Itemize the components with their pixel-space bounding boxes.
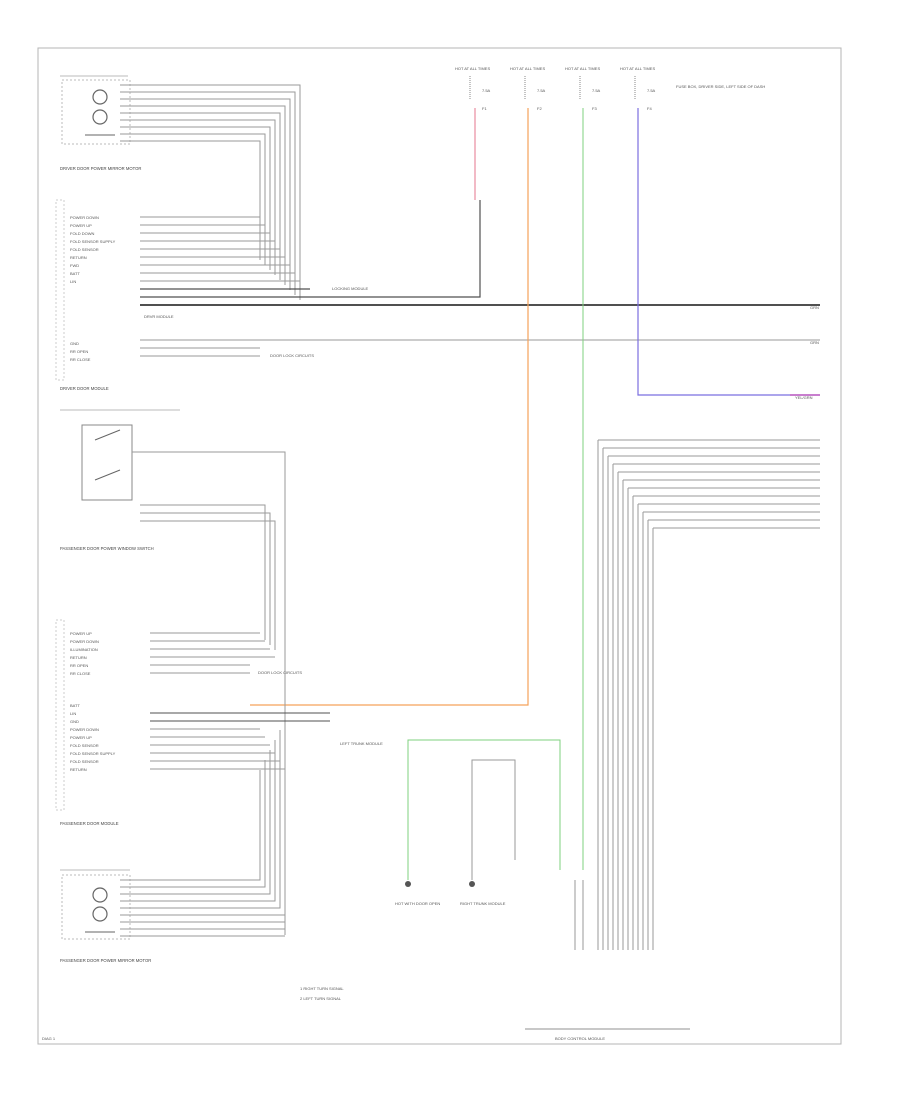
driver-pin-9: LIN [70, 279, 76, 284]
driver-mirror-wires [120, 84, 301, 300]
passenger-mirror-caption: PASSENGER DOOR POWER MIRROR MOTOR [60, 958, 151, 963]
passenger-pin-2: POWER DOWN [70, 639, 99, 644]
ground-1-label: HOT WITH DOOR OPEN [395, 901, 440, 906]
footer-left: DIAG 1 [42, 1036, 56, 1041]
driver-pin-6: RETURN [70, 255, 87, 260]
fuse-4-rating: 7.5A [647, 88, 656, 93]
passenger-pin-3: ILLUMINATION [70, 647, 98, 652]
driver-module-wires [140, 216, 300, 282]
bottom-connector-stubs [574, 880, 654, 950]
wire-blue [637, 108, 820, 396]
ground-1-icon [405, 881, 411, 887]
diagram-border [37, 47, 842, 1045]
passenger-pin2-2: LIN [70, 711, 76, 716]
driver-mirror-caption: DRIVER DOOR POWER MIRROR MOTOR [60, 166, 141, 171]
driver-mirror-motor: DRIVER DOOR POWER MIRROR MOTOR [60, 75, 141, 171]
legend-2: 2 LEFT TURN SIGNAL [300, 996, 342, 1001]
right-bus-wires [597, 439, 820, 880]
fuse-2-id: F2 [537, 106, 542, 111]
fuse-1-label: HOT AT ALL TIMES [455, 66, 490, 71]
passenger-pin2-3: GND [70, 719, 79, 724]
passenger-pin-1: POWER UP [70, 631, 92, 636]
legend-1: 1 RIGHT TURN SIGNAL [300, 986, 344, 991]
ground-2-icon [469, 881, 475, 887]
fuse-2-rating: 7.5A [537, 88, 546, 93]
ground-2-label: RIGHT TRUNK MODULE [460, 901, 506, 906]
driver-pin-7: FWD [70, 263, 79, 268]
fuse-2-label: HOT AT ALL TIMES [510, 66, 545, 71]
passenger-window-switch: PASSENGER DOOR POWER WINDOW SWITCH [60, 409, 180, 551]
driver-lower-1: GND [70, 341, 79, 346]
passenger-mirror-motor: PASSENGER DOOR POWER MIRROR MOTOR [60, 869, 151, 963]
passenger-pin-5: RR OPEN [70, 663, 88, 668]
driver-ref-upper: LOCKING MODULE [332, 286, 369, 291]
passenger-module-wires [150, 632, 330, 770]
driver-lower-2: RR OPEN [70, 349, 88, 354]
fuse-4-label: HOT AT ALL TIMES [620, 66, 655, 71]
driver-lower-3: RR CLOSE [70, 357, 91, 362]
right-ref-2: GRN [810, 340, 819, 345]
fuse-box-note: FUSE BOX, DRIVER SIDE, LEFT SIDE OF DASH [676, 84, 765, 89]
passenger-mirror-wires [120, 730, 285, 937]
passenger-pin-6: RR CLOSE [70, 671, 91, 676]
right-ref-1: GRN [810, 305, 819, 310]
passenger-pin2-5: POWER UP [70, 735, 92, 740]
passenger-pin2-6: FOLD SENSOR [70, 743, 99, 748]
passenger-pin2-9: RETURN [70, 767, 87, 772]
passenger-window-caption: PASSENGER DOOR POWER WINDOW SWITCH [60, 546, 154, 551]
driver-pin-4: FOLD SENSOR SUPPLY [70, 239, 116, 244]
passenger-ref: DOOR LOCK CIRCUITS [258, 670, 302, 675]
driver-door-module: POWER DOWN POWER UP FOLD DOWN FOLD SENSO… [55, 199, 116, 391]
fuse-4-id: F4 [647, 106, 652, 111]
driver-connector: DRVR MODULE [144, 314, 174, 319]
driver-bus-wires [140, 200, 820, 357]
driver-module-caption: DRIVER DOOR MODULE [60, 386, 109, 391]
passenger-pin2-7: FOLD SENSOR SUPPLY [70, 751, 116, 756]
passenger-door-module: POWER UP POWER DOWN ILLUMINATION RETURN … [55, 619, 119, 826]
fuse-1-rating: 7.5A [482, 88, 491, 93]
driver-pin-5: FOLD SENSOR [70, 247, 99, 252]
driver-pin-8: BATT [70, 271, 80, 276]
footer-right: BODY CONTROL MODULE [555, 1036, 605, 1041]
fuse-block: HOT AT ALL TIMES HOT AT ALL TIMES HOT AT… [455, 66, 765, 111]
passenger-module-caption: PASSENGER DOOR MODULE [60, 821, 119, 826]
fuse-3-rating: 7.5A [592, 88, 601, 93]
fuse-1-id: F1 [482, 106, 487, 111]
passenger-pin2-4: POWER DOWN [70, 727, 99, 732]
right-ref-3: YEL/GRN [795, 395, 813, 400]
driver-ref-lower: DOOR LOCK CIRCUITS [270, 353, 314, 358]
passenger-pin-4: RETURN [70, 655, 87, 660]
body-control-module-box [525, 1028, 690, 1030]
ground-3-label: LEFT TRUNK MODULE [340, 741, 383, 746]
driver-pin-3: FOLD DOWN [70, 231, 95, 236]
driver-pin-1: POWER DOWN [70, 215, 99, 220]
passenger-pin2-8: FOLD SENSOR [70, 759, 99, 764]
passenger-window-wires [132, 451, 286, 935]
wire-green-ground [407, 739, 561, 880]
driver-pin-2: POWER UP [70, 223, 92, 228]
wire-gray-ground [471, 759, 516, 880]
wire-orange [250, 108, 529, 706]
fuse-3-label: HOT AT ALL TIMES [565, 66, 600, 71]
fuse-3-id: F3 [592, 106, 597, 111]
passenger-pin2-1: BATT [70, 703, 80, 708]
